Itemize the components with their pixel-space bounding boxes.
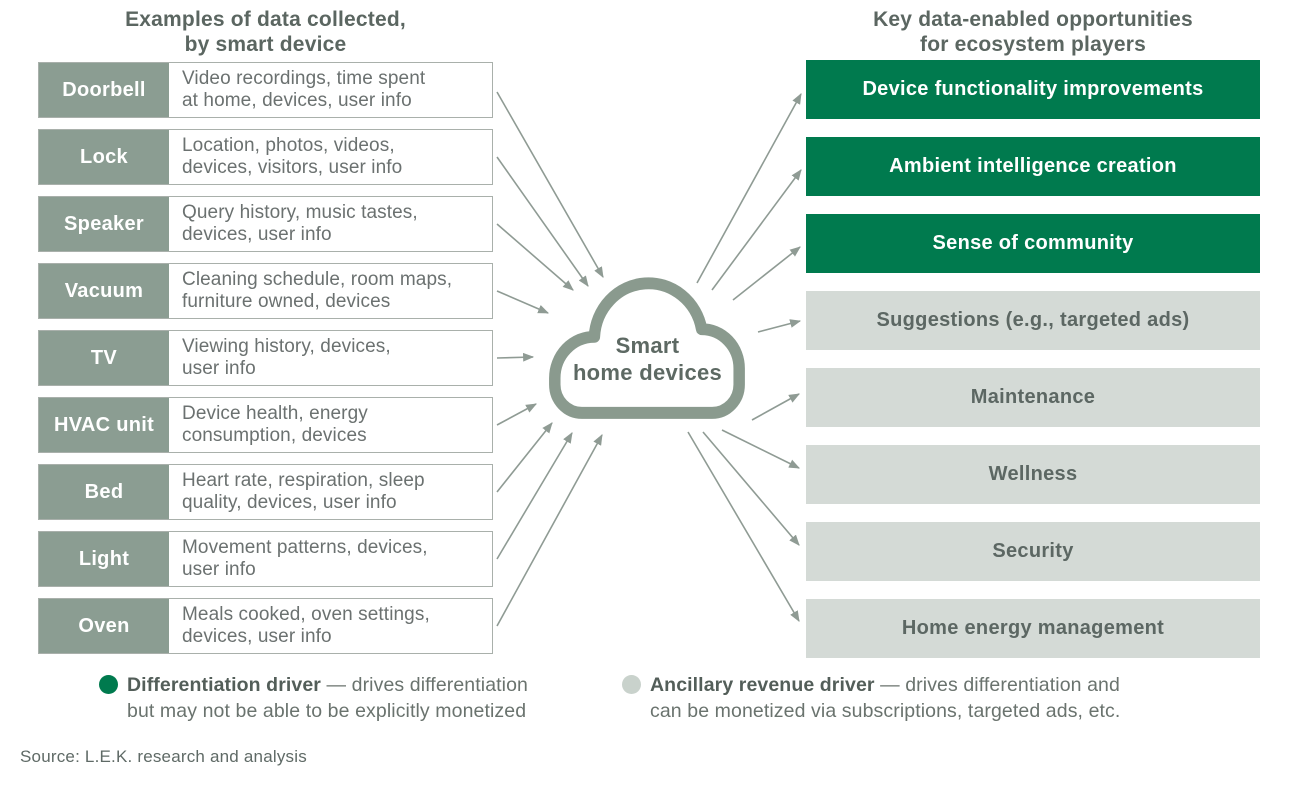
device-label: Doorbell [39,63,169,117]
device-description: Device health, energy consumption, devic… [169,398,492,452]
opportunity-bar-wellness: Wellness [806,445,1260,504]
legend-differentiation-text: Differentiation driver — drives differen… [127,672,528,724]
device-description-line1: Cleaning schedule, room maps, [182,269,453,290]
legend-ancillary-line1: Ancillary revenue driver — drives differ… [650,672,1120,698]
opportunity-bar-suggestions: Suggestions (e.g., targeted ads) [806,291,1260,350]
device-row-bed: Bed Heart rate, respiration, sleep quali… [38,464,493,520]
device-label: Oven [39,599,169,653]
opportunity-bar-security: Security [806,522,1260,581]
device-description-line1: Movement patterns, devices, [182,537,428,558]
device-description: Viewing history, devices, user info [169,331,492,385]
left-column-title: Examples of data collected, by smart dev… [38,7,493,57]
device-description-line1: Viewing history, devices, [182,336,391,357]
left-column-title-line1: Examples of data collected, [125,8,406,31]
flow-arrow [721,429,800,469]
device-row-doorbell: Doorbell Video recordings, time spent at… [38,62,493,118]
device-description-line2: devices, user info [182,224,332,245]
device-label: TV [39,331,169,385]
device-description: Movement patterns, devices, user info [169,532,492,586]
flow-arrow [496,422,553,493]
flow-arrow [702,431,800,546]
differentiation-dot-icon [99,675,118,694]
legend-ancillary-term: Ancillary revenue driver [650,674,875,696]
flow-arrow [696,93,802,284]
right-column-title-line1: Key data-enabled opportunities [873,8,1193,31]
flow-arrow [496,434,603,627]
flow-arrow [496,91,604,278]
device-label: Speaker [39,197,169,251]
opportunity-bar-home-energy: Home energy management [806,599,1260,658]
device-rows: Doorbell Video recordings, time spent at… [38,62,493,654]
device-label: Vacuum [39,264,169,318]
legend-differentiation-line1: Differentiation driver — drives differen… [127,672,528,698]
device-description-line1: Device health, energy [182,403,368,424]
legend-ancillary-text: Ancillary revenue driver — drives differ… [650,672,1120,724]
device-description-line2: quality, devices, user info [182,492,397,513]
device-description-line2: user info [182,559,256,580]
opportunity-bar-sense-of-community: Sense of community [806,214,1260,273]
source-note: Source: L.E.K. research and analysis [20,747,307,766]
cloud-label-line1: Smart [615,333,680,358]
device-row-vacuum: Vacuum Cleaning schedule, room maps, fur… [38,263,493,319]
right-column-title-line2: for ecosystem players [920,33,1146,56]
flow-arrow [496,403,537,426]
legend-differentiation-driver: Differentiation driver — drives differen… [99,672,528,724]
flow-arrow [757,319,802,333]
opportunity-bar-ambient-intelligence: Ambient intelligence creation [806,137,1260,196]
flow-arrow [496,352,535,362]
device-description: Location, photos, videos, devices, visit… [169,130,492,184]
device-row-oven: Oven Meals cooked, oven settings, device… [38,598,493,654]
cloud-label-line2: home devices [572,360,723,385]
legend-ancillary-driver: Ancillary revenue driver — drives differ… [622,672,1120,724]
device-description: Cleaning schedule, room maps, furniture … [169,264,492,318]
device-description-line1: Video recordings, time spent [182,68,426,89]
device-description-line1: Meals cooked, oven settings, [182,604,430,625]
right-column-title: Key data-enabled opportunities for ecosy… [806,7,1260,57]
device-description-line1: Location, photos, videos, [182,135,395,156]
device-description-line2: consumption, devices [182,425,367,446]
cloud-shape [549,277,745,419]
legend-differentiation-term: Differentiation driver [127,674,321,696]
legend-ancillary-rest: — drives differentiation and [874,674,1120,696]
legend-differentiation-rest: — drives differentiation [320,674,528,696]
device-label: Bed [39,465,169,519]
device-description: Heart rate, respiration, sleep quality, … [169,465,492,519]
device-row-lock: Lock Location, photos, videos, devices, … [38,129,493,185]
device-description-line2: user info [182,358,256,379]
device-row-tv: TV Viewing history, devices, user info [38,330,493,386]
device-label: Light [39,532,169,586]
legend-differentiation-line2: but may not be able to be explicitly mon… [127,700,527,722]
opportunity-bar-maintenance: Maintenance [806,368,1260,427]
device-description: Meals cooked, oven settings, devices, us… [169,599,492,653]
device-label: HVAC unit [39,398,169,452]
cloud-label: Smart home devices [535,332,760,386]
flow-arrow [496,432,573,560]
device-description-line1: Query history, music tastes, [182,202,418,223]
device-label: Lock [39,130,169,184]
device-description-line2: devices, visitors, user info [182,157,403,178]
device-row-hvac: HVAC unit Device health, energy consumpt… [38,397,493,453]
device-description-line2: devices, user info [182,626,332,647]
device-row-light: Light Movement patterns, devices, user i… [38,531,493,587]
device-description-line1: Heart rate, respiration, sleep [182,470,425,491]
opportunity-bar-device-functionality: Device functionality improvements [806,60,1260,119]
opportunity-bars: Device functionality improvements Ambien… [806,60,1260,658]
device-description: Video recordings, time spent at home, de… [169,63,492,117]
device-description: Query history, music tastes, devices, us… [169,197,492,251]
flow-arrow [687,431,800,622]
device-description-line2: at home, devices, user info [182,90,412,111]
ancillary-dot-icon [622,675,641,694]
legend-ancillary-line2: can be monetized via subscriptions, targ… [650,700,1121,722]
device-description-line2: furniture owned, devices [182,291,391,312]
left-column-title-line2: by smart device [184,33,347,56]
device-row-speaker: Speaker Query history, music tastes, dev… [38,196,493,252]
